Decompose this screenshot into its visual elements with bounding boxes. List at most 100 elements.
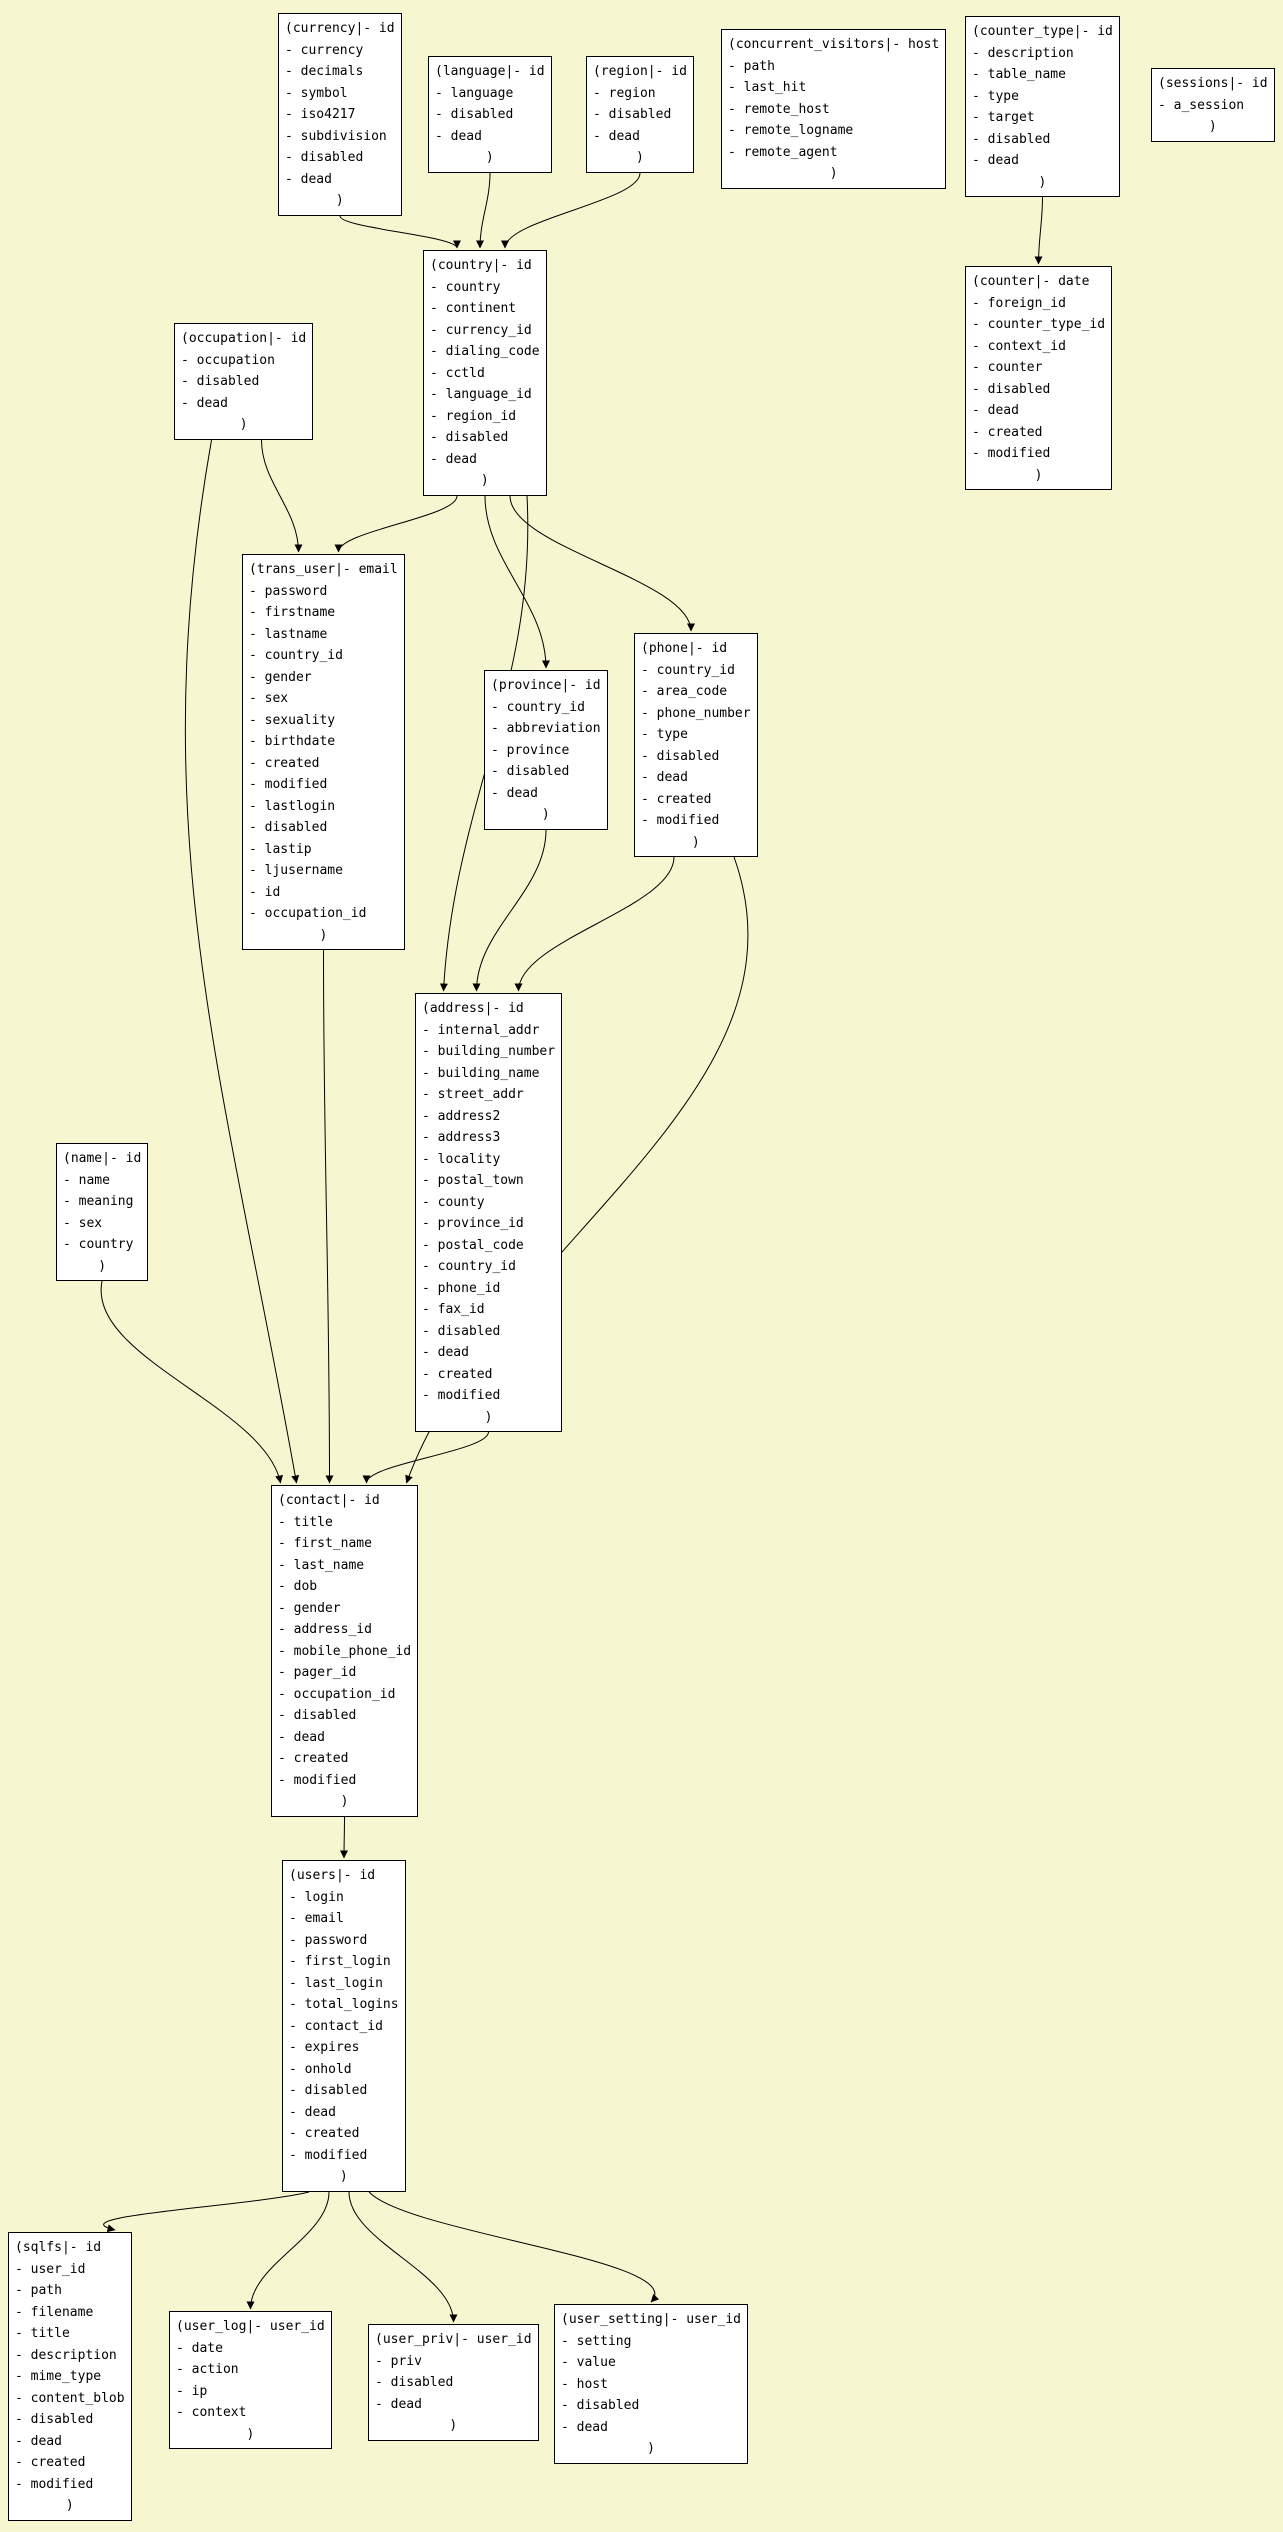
entity-field: - password [249,583,328,599]
entity-field: - created [278,1751,349,1766]
entity-field: - priv [375,2353,422,2369]
entity-field: - context [176,2405,247,2420]
entity-field: - dialing_code [430,344,540,359]
entity-title: (province|- id [491,678,601,693]
entity-title: (region|- id [593,64,687,79]
edge-name-to-contact [100,1280,283,1484]
entity-field: - address3 [422,1130,501,1145]
entity-field: - context_id [972,338,1066,354]
entity-footer: ) [246,2426,255,2442]
entity-field: - dead [422,1345,469,1360]
entity-title: (address|- id [422,1001,524,1016]
entity-field: - description [972,45,1074,61]
entity-field: - ljusername [249,863,343,878]
entity-field: - contact_id [289,2018,383,2034]
entity-footer: ) [340,1794,349,1809]
entity-field: - disabled [972,131,1051,147]
entity-field: - mobile_phone_id [278,1643,412,1659]
entity-field: - occupation_id [278,1686,396,1702]
entity-footer: ) [829,166,838,181]
entity-field: - created [641,791,712,807]
entity-field: - address_id [278,1622,372,1637]
entity-footer: ) [1038,174,1047,190]
entity-footer: ) [319,927,328,943]
entity-field: - language_id [430,387,532,402]
edge-counter_type-to-counter [1034,196,1043,265]
entity-occupation: (occupation|- id- occupation- disabled- … [174,323,314,440]
entity-field: - disabled [375,2375,454,2390]
edge-phone-to-address [514,856,675,992]
entity-field: - area_code [641,684,728,699]
entity-field: - expires [289,2040,360,2055]
entity-user_priv: (user_priv|- user_id- priv- disabled- de… [368,2324,539,2441]
entity-title: (trans_user|- email [249,562,398,577]
entity-sqlfs: (sqlfs|- id- user_id- path- filename- ti… [8,2232,132,2521]
entity-field: - dead [181,395,228,411]
entity-field: - symbol [285,85,348,101]
entity-country: (country|- id- country- continent- curre… [423,250,547,496]
entity-field: - disabled [430,430,509,445]
entity-field: - total_logins [289,1997,399,2012]
entity-field: - gender [249,669,312,685]
entity-footer: ) [335,193,344,208]
entity-field: - continent [430,301,517,316]
entity-field: - locality [422,1151,501,1167]
entity-field: - disabled [435,107,514,122]
entity-field: - filename [15,2304,94,2320]
entity-field: - currency [285,42,364,58]
entity-field: - last_login [289,1975,383,1991]
entity-field: - sex [249,691,289,706]
entity-field: - dob [278,1579,318,1594]
entity-field: - dead [375,2396,422,2412]
entity-currency: (currency|- id- currency- decimals- symb… [278,13,402,216]
entity-footer: ) [636,150,644,165]
entity-concurrent_visitors: (concurrent_visitors|- host- path- last_… [721,29,947,189]
entity-title: (users|- id [289,1868,376,1883]
edge-occupation-to-trans_user [261,439,303,553]
entity-footer: ) [98,1258,107,1274]
entity-field: - last_name [278,1557,365,1573]
entity-user_setting: (user_setting|- user_id- setting- value-… [554,2304,749,2464]
entity-field: - id [249,884,281,900]
entity-title: (phone|- id [641,641,728,656]
entity-field: - title [15,2326,70,2341]
relationship-edges [100,172,1043,2323]
entity-field: - street_addr [422,1087,524,1102]
edge-country-to-trans_user [334,495,458,553]
entity-field: - created [15,2455,86,2470]
entity-field: - sex [63,1215,103,1231]
entity-field: - description [15,2347,117,2363]
entity-field: - region_id [430,408,517,424]
entity-field: - created [249,755,320,771]
entity-trans_user: (trans_user|- email- password- firstname… [242,554,405,950]
entity-field: - login [289,1889,344,1905]
entity-field: - country_id [249,648,343,663]
entity-field: - path [728,58,775,74]
entity-address: (address|- id- internal_addr- building_n… [415,993,563,1432]
edge-users-to-user_priv [348,2191,458,2323]
entity-title: (name|- id [63,1151,142,1166]
entity-field: - building_number [422,1044,556,1059]
entity-field: - modified [972,446,1051,461]
entity-footer: ) [1208,119,1217,134]
entity-footer: ) [485,150,494,165]
entity-field: - lastip [249,841,312,857]
entity-footer: ) [480,473,489,488]
entity-field: - onhold [289,2061,352,2077]
entity-field: - value [561,2355,616,2370]
entity-field: - phone_number [641,705,751,721]
entity-field: - country_id [422,1259,516,1274]
entity-field: - province_id [422,1216,524,1231]
edge-address-to-contact [362,1431,489,1484]
entity-field: - region [593,85,656,101]
entity-field: - remote_host [728,101,830,117]
entity-footer: ) [239,417,248,432]
entity-field: - email [289,1911,344,1926]
entity-field: - disabled [249,820,328,835]
entity-field: - subdivision [285,128,387,144]
entity-field: - title [278,1514,333,1530]
entity-field: - disabled [641,748,720,764]
entity-footer: ) [484,1409,493,1425]
entity-field: - first_login [289,1954,391,1969]
